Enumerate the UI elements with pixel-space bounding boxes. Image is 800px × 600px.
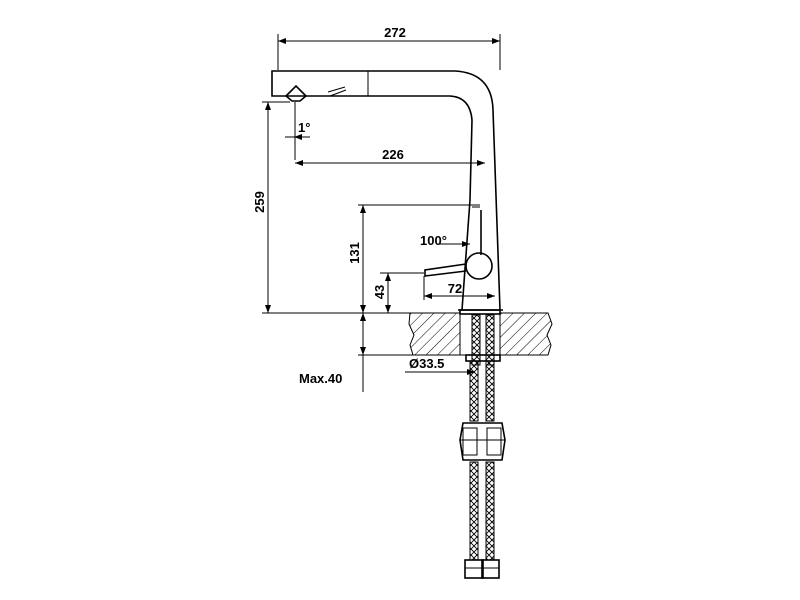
- overall-width-label: 272: [384, 25, 406, 40]
- lever-base-height-label: 43: [372, 285, 387, 299]
- spout-angle-label: 1°: [298, 120, 310, 135]
- faucet-body: [271, 70, 503, 315]
- max-thickness-label: Max.40: [299, 371, 342, 386]
- lever-rotation-label: 100°: [420, 233, 447, 248]
- lever-height-label: 131: [347, 242, 362, 264]
- supply-hoses: [459, 314, 506, 579]
- dimension-lines: [262, 34, 501, 392]
- countertop-section: [408, 312, 553, 356]
- lever-length-label: 72: [448, 281, 462, 296]
- total-height-label: 259: [252, 191, 267, 213]
- spout-reach-label: 226: [382, 147, 404, 162]
- hole-diameter-label: Ø33.5: [409, 356, 444, 371]
